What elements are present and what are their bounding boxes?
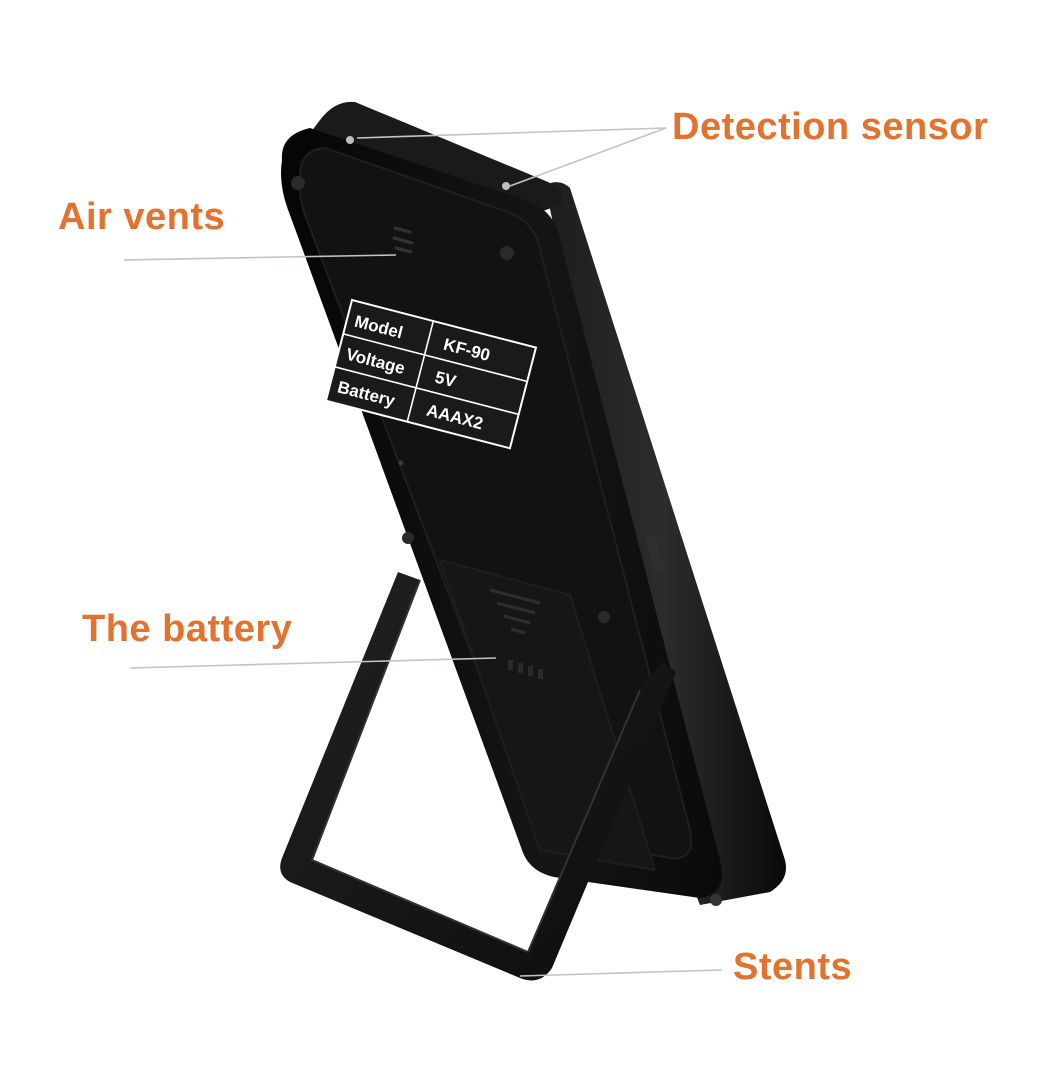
sensor-dot-icon — [346, 136, 354, 144]
callout-air-vents: Air vents — [58, 196, 226, 238]
side-button — [646, 535, 664, 573]
device-top-edge — [305, 101, 563, 212]
spec-sticker: Model KF-90 Voltage 5V Battery AAAX2 — [324, 298, 538, 450]
battery-cover-grip — [508, 660, 543, 679]
battery-cover-arrow-icon — [489, 588, 541, 635]
pin-hole — [398, 460, 404, 466]
screw-hole — [598, 611, 610, 623]
leader-line-battery — [129, 657, 497, 669]
screw-hole — [500, 246, 514, 260]
device-side-edge — [545, 182, 786, 905]
screw-hole — [291, 176, 305, 190]
callout-battery: The battery — [82, 608, 293, 650]
air-vent-slots — [392, 226, 414, 254]
kickstand-inner-edge — [310, 579, 641, 954]
callout-stents: Stents — [733, 946, 853, 988]
device-foot — [710, 894, 722, 906]
leader-line-sensor-top — [356, 127, 667, 139]
leader-line-vents — [123, 254, 397, 261]
leader-lines — [123, 127, 723, 977]
leader-line-sensor-bottom — [509, 127, 667, 187]
kickstand — [280, 572, 676, 981]
sensor-dot-icon — [502, 182, 510, 190]
spec-value-voltage: 5V — [433, 368, 459, 392]
screw-hole — [402, 532, 414, 544]
callout-detection-sensor: Detection sensor — [672, 106, 989, 148]
leader-line-stents — [519, 969, 723, 977]
